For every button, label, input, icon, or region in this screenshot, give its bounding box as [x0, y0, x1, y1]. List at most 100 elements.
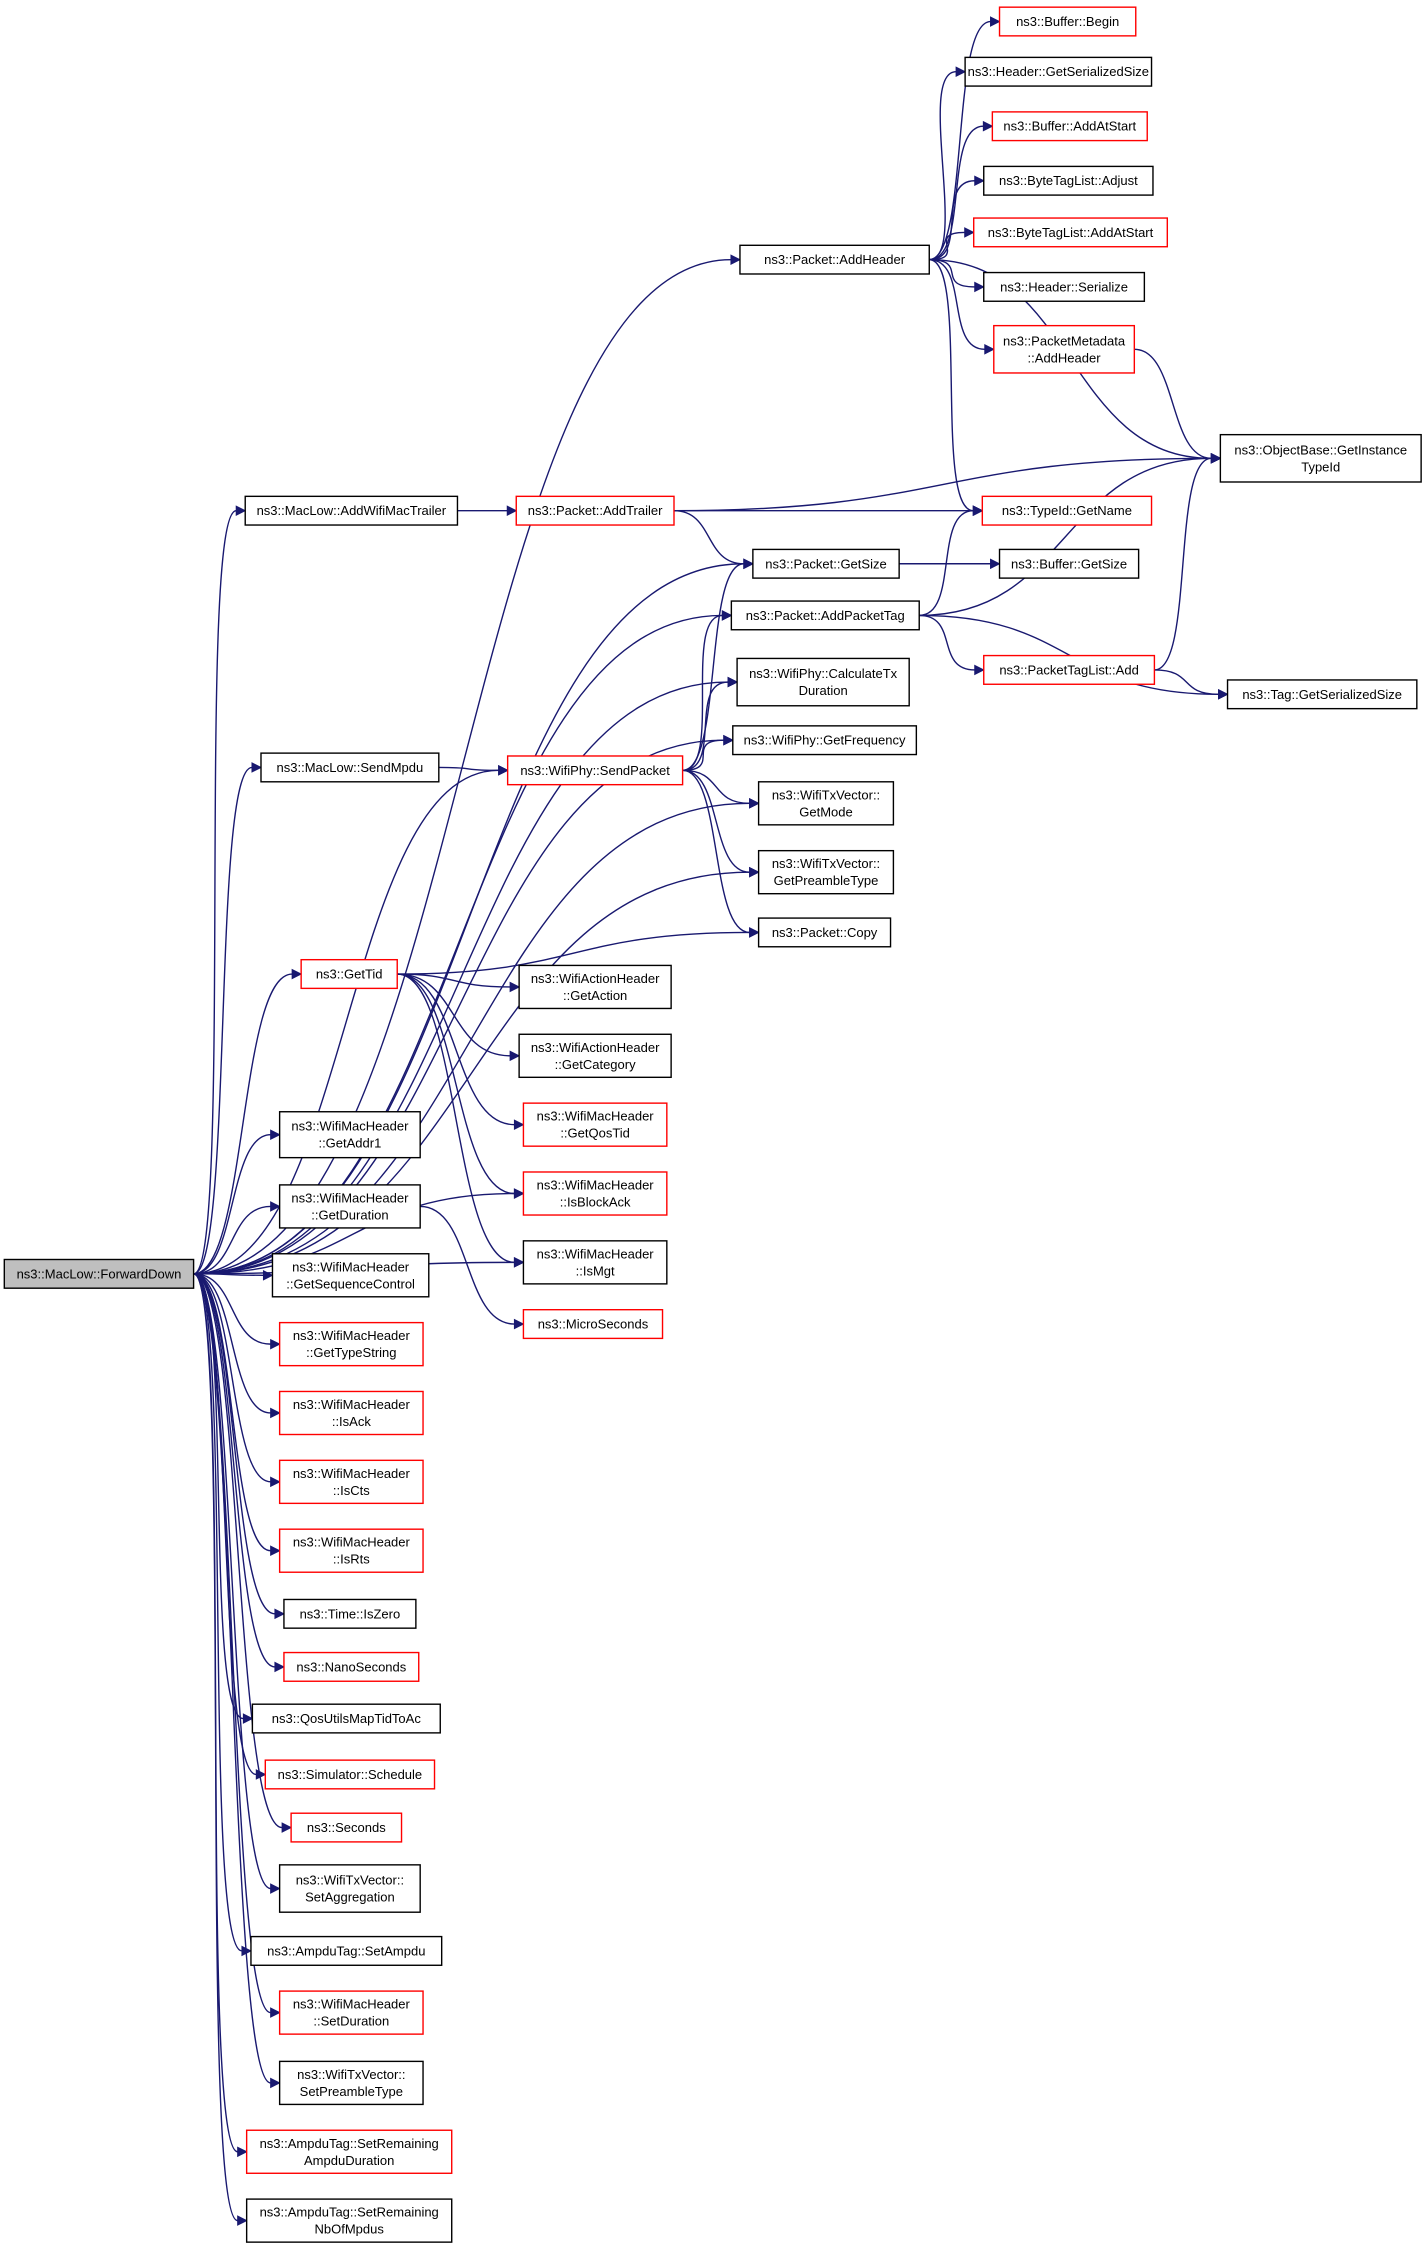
node-isAck[interactable]: ns3::WifiMacHeader::IsAck — [278, 1390, 424, 1436]
node-btlAdjust[interactable]: ns3::ByteTagList::Adjust — [983, 165, 1154, 196]
node-root[interactable]: ns3::MacLow::ForwardDown — [3, 1258, 195, 1289]
node-label: ns3::WifiMacHeader — [293, 1997, 411, 2012]
node-addWifiMacTrailer[interactable]: ns3::MacLow::AddWifiMacTrailer — [244, 495, 459, 526]
edge-line — [1154, 669, 1219, 695]
node-tagGetSer[interactable]: ns3::Tag::GetSerializedSize — [1226, 679, 1418, 710]
edge-line — [193, 1273, 271, 2014]
node-hdrSerialize[interactable]: ns3::Header::Serialize — [983, 271, 1146, 302]
node-getAddr1[interactable]: ns3::WifiMacHeader::GetAddr1 — [278, 1111, 421, 1159]
edge-arrowhead — [955, 66, 967, 78]
node-label: ::GetSequenceControl — [286, 1276, 415, 1291]
node-getSeqCtrl[interactable]: ns3::WifiMacHeader::GetSequenceControl — [271, 1253, 430, 1298]
node-pmAddHeader[interactable]: ns3::PacketMetadata::AddHeader — [993, 324, 1136, 374]
node-box — [278, 1459, 424, 1505]
node-isRts[interactable]: ns3::WifiMacHeader::IsRts — [278, 1528, 424, 1573]
edge-line — [193, 973, 293, 1275]
node-box — [998, 6, 1137, 37]
node-label: ns3::NanoSeconds — [296, 1659, 406, 1674]
edge-arrowhead — [749, 798, 760, 809]
node-btlAddAtStart[interactable]: ns3::ByteTagList::AddAtStart — [973, 217, 1169, 248]
edge-line — [193, 1273, 283, 1829]
node-getAction[interactable]: ns3::WifiActionHeader::GetAction — [518, 964, 672, 1010]
node-typeIdGetName[interactable]: ns3::TypeId::GetName — [981, 495, 1153, 526]
edge-line — [919, 457, 1212, 617]
call-edge-ptlAdd-to-obGetInst — [1154, 453, 1222, 671]
edge-line — [193, 1273, 276, 1615]
node-isBlockAck[interactable]: ns3::WifiMacHeader::IsBlockAck — [522, 1171, 668, 1216]
call-edge-addWifiMacTrailer-to-addTrailer — [457, 505, 518, 516]
edge-arrowhead — [270, 1407, 281, 1419]
call-edge-sendPacket-to-calcTx — [682, 676, 739, 772]
node-bufAddAtStart[interactable]: ns3::Buffer::AddAtStart — [991, 111, 1148, 142]
node-label: ns3::ObjectBase::GetInstance — [1234, 442, 1407, 457]
node-box — [3, 1258, 195, 1289]
edge-line — [193, 1273, 238, 2222]
node-box — [518, 964, 672, 1010]
edge-line — [682, 769, 750, 873]
node-setDuration[interactable]: ns3::WifiMacHeader::SetDuration — [278, 1990, 424, 2035]
node-getTypeString[interactable]: ns3::WifiMacHeader::GetTypeString — [278, 1321, 424, 1367]
node-seconds[interactable]: ns3::Seconds — [290, 1812, 403, 1843]
node-label: ns3::Packet::GetSize — [765, 556, 886, 571]
node-pktCopy[interactable]: ns3::Packet::Copy — [757, 917, 892, 948]
node-qosMap[interactable]: ns3::QosUtilsMapTidToAc — [251, 1703, 441, 1734]
node-box — [993, 324, 1136, 374]
edge-arrowhead — [749, 866, 760, 878]
node-box — [983, 271, 1146, 302]
call-edge-getTid-to-getCategory — [397, 973, 521, 1062]
edge-line — [1154, 457, 1212, 671]
node-ptlAdd[interactable]: ns3::PacketTagList::Add — [983, 654, 1156, 685]
node-pktGetSize[interactable]: ns3::Packet::GetSize — [752, 548, 900, 579]
edge-arrowhead — [270, 1201, 281, 1212]
node-hdrGetSer[interactable]: ns3::Header::GetSerializedSize — [964, 56, 1153, 87]
node-label: ns3::WifiMacHeader — [293, 1397, 411, 1412]
node-box — [998, 548, 1140, 579]
node-addHeader[interactable]: ns3::Packet::AddHeader — [739, 244, 930, 275]
call-edge-addHeader-to-hdrGetSer — [929, 66, 967, 261]
node-box — [271, 1253, 430, 1298]
call-edge-sendPacket-to-getFreq — [682, 734, 734, 772]
node-getDuration[interactable]: ns3::WifiMacHeader::GetDuration — [278, 1184, 421, 1229]
node-isMgt[interactable]: ns3::WifiMacHeader::IsMgt — [522, 1240, 668, 1285]
edge-line — [193, 1273, 264, 1276]
node-nanoSeconds[interactable]: ns3::NanoSeconds — [283, 1651, 420, 1682]
node-sendPacket[interactable]: ns3::WifiPhy::SendPacket — [506, 755, 684, 786]
node-bufGetSize[interactable]: ns3::Buffer::GetSize — [998, 548, 1140, 579]
call-edge-getTid-to-isMgt — [397, 973, 525, 1268]
node-getCategory[interactable]: ns3::WifiActionHeader::GetCategory — [518, 1033, 672, 1079]
call-edge-sendPacket-to-addPacketTag — [682, 610, 733, 772]
node-addTrailer[interactable]: ns3::Packet::AddTrailer — [515, 495, 675, 526]
call-edge-root-to-getAddr1 — [193, 1129, 281, 1275]
node-isCts[interactable]: ns3::WifiMacHeader::IsCts — [278, 1459, 424, 1505]
node-getPreamble[interactable]: ns3::WifiTxVector::GetPreambleType — [757, 849, 895, 895]
node-setPreamble[interactable]: ns3::WifiTxVector::SetPreambleType — [278, 2060, 424, 2106]
node-setAmpdu[interactable]: ns3::AmpduTag::SetAmpdu — [250, 1935, 443, 1966]
node-sendMpdu[interactable]: ns3::MacLow::SendMpdu — [260, 752, 440, 783]
node-box — [278, 1390, 424, 1436]
node-schedule[interactable]: ns3::Simulator::Schedule — [264, 1759, 436, 1790]
node-setAggregation[interactable]: ns3::WifiTxVector::SetAggregation — [278, 1864, 421, 1913]
edge-arrowhead — [721, 610, 733, 621]
call-edge-root-to-getDuration — [193, 1201, 281, 1275]
node-bufBegin[interactable]: ns3::Buffer::Begin — [998, 6, 1137, 37]
edge-arrowhead — [237, 2215, 248, 2226]
node-getQosTid[interactable]: ns3::WifiMacHeader::GetQosTid — [522, 1102, 668, 1147]
node-microSeconds[interactable]: ns3::MicroSeconds — [522, 1309, 664, 1340]
node-box — [983, 654, 1156, 685]
node-label: ns3::AmpduTag::SetRemaining — [260, 2205, 439, 2220]
node-isZero[interactable]: ns3::Time::IsZero — [283, 1598, 417, 1629]
node-label: ns3::QosUtilsMapTidToAc — [272, 1711, 422, 1726]
node-getMode[interactable]: ns3::WifiTxVector::GetMode — [757, 781, 895, 826]
node-box — [757, 781, 895, 826]
edge-arrowhead — [513, 1318, 525, 1330]
call-edge-root-to-nanoSeconds — [193, 1273, 286, 1673]
edge-line — [193, 681, 729, 1275]
node-getFreq[interactable]: ns3::WifiPhy::GetFrequency — [732, 725, 918, 756]
node-getTid[interactable]: ns3::GetTid — [300, 958, 398, 990]
node-addPacketTag[interactable]: ns3::Packet::AddPacketTag — [730, 600, 920, 631]
node-box — [251, 1703, 441, 1734]
